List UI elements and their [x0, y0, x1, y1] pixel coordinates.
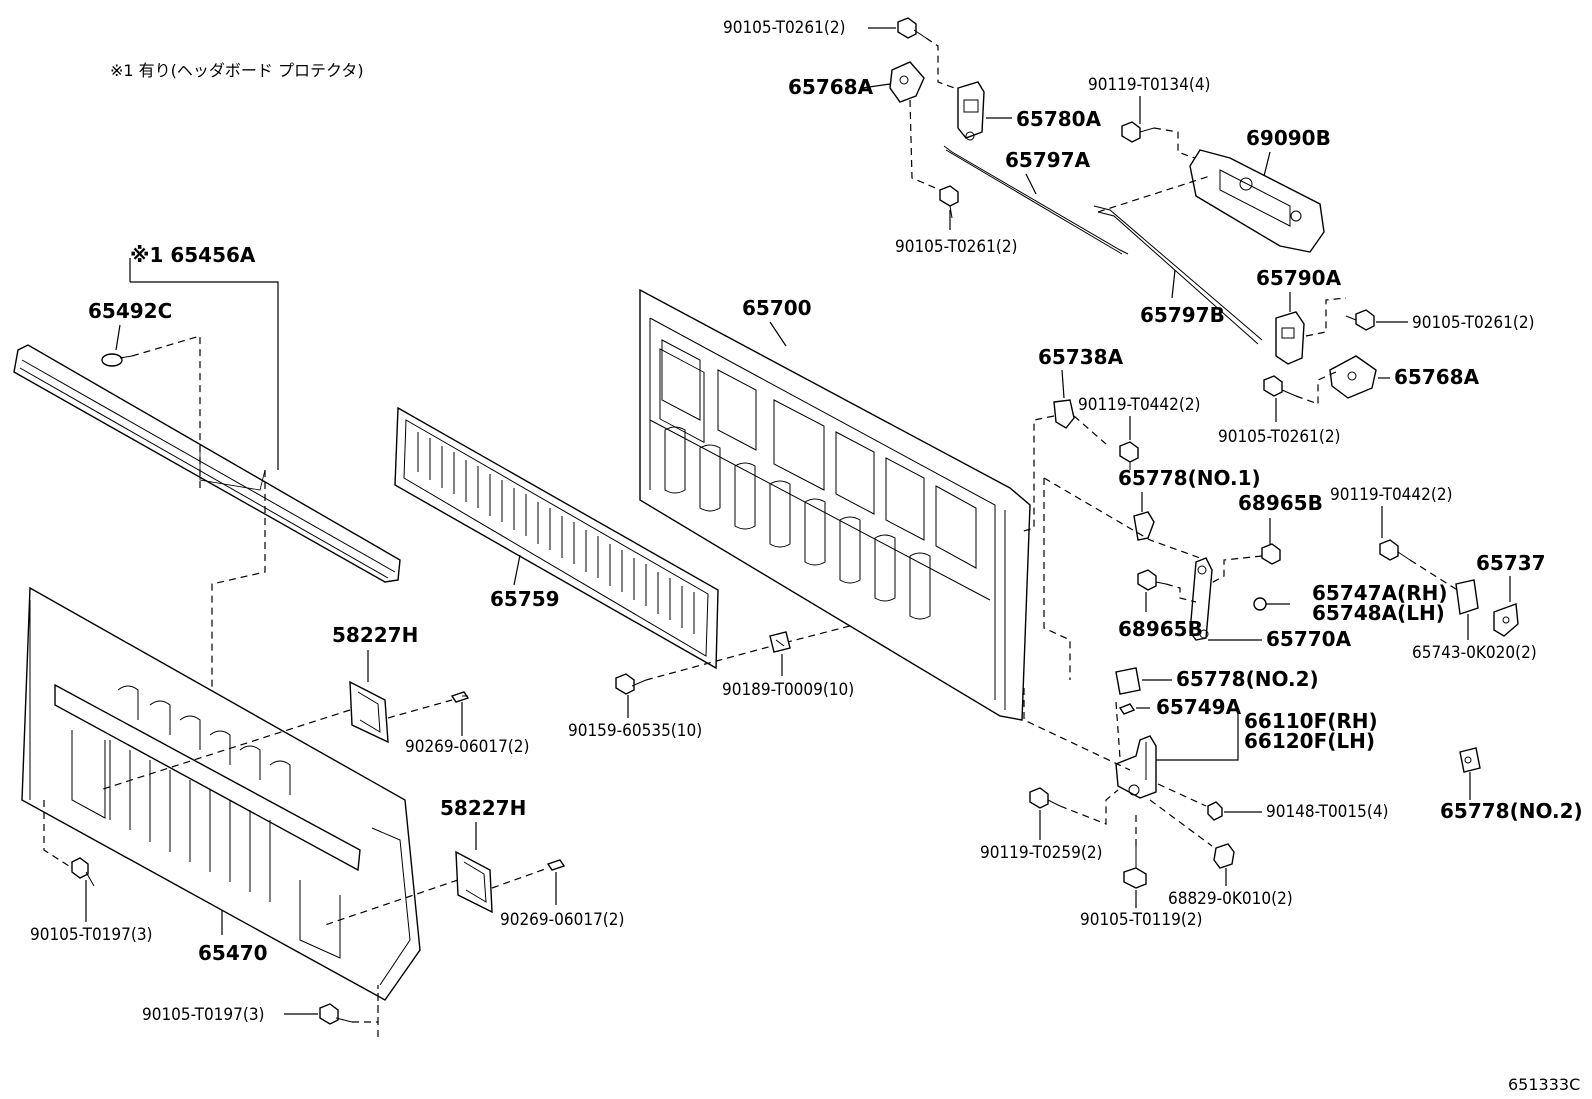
- block-65743: [1455, 579, 1479, 615]
- label-65470: 65470: [198, 941, 268, 965]
- label-90119-T0134: 90119-T0134(4): [1088, 75, 1211, 95]
- label-65743-0K020: 65743-0K020(2): [1412, 643, 1537, 663]
- label-90148-T0015: 90148-T0015(4): [1266, 802, 1389, 822]
- latch-65780A: [957, 81, 985, 141]
- label-68965B-b: 68965B: [1118, 617, 1203, 641]
- header-board-panel-drawing: [21, 586, 421, 1001]
- label-90105-T0119: 90105-T0119(2): [1080, 910, 1203, 930]
- screw-90269-06017-a: [450, 691, 470, 703]
- label-68829-0K010: 68829-0K010(2): [1168, 889, 1293, 909]
- label-65492C: 65492C: [88, 299, 172, 323]
- label-65747A-RH: 65747A(RH): [1312, 581, 1447, 605]
- label-90105-T0261-b: 90105-T0261(2): [895, 237, 1018, 257]
- label-65797A: 65797A: [1005, 148, 1091, 172]
- pin-65749A: [1118, 703, 1136, 715]
- bolt-90119-T0442-a: [1119, 441, 1139, 470]
- cable-65770A: [1189, 557, 1213, 641]
- label-66110F-RH: 66110F(RH): [1244, 709, 1378, 733]
- label-65749A: 65749A: [1156, 695, 1242, 719]
- pad-58227H-a: [349, 680, 389, 744]
- clip-65738A: [1053, 399, 1075, 429]
- inner-panel-65759-drawing: [394, 406, 719, 670]
- label-90105-T0261-d: 90105-T0261(2): [1218, 427, 1341, 447]
- bolt-90105-T0261-a: [897, 17, 927, 39]
- clip-65492C-drawing: [101, 353, 133, 367]
- rod-65797A: [943, 145, 1129, 255]
- header-board-protector-drawing: [13, 344, 401, 583]
- bolt-90105-T0261-d: [1263, 375, 1297, 397]
- bracket-65768A-b: [1329, 355, 1377, 399]
- block-65778-no2-b: [1459, 747, 1481, 773]
- label-90269-06017-a: 90269-06017(2): [405, 737, 529, 757]
- label-65737: 65737: [1476, 551, 1546, 575]
- bolt-68965B-a: [1261, 543, 1281, 565]
- protector-bracket-lines: [129, 258, 279, 470]
- washer-65747A: [1253, 597, 1267, 611]
- label-58227H-a: 58227H: [332, 623, 418, 647]
- label-65797B: 65797B: [1140, 303, 1225, 327]
- bolt-68965B-b: [1137, 569, 1167, 591]
- bolt-90119-T0134: [1121, 121, 1155, 143]
- bolt-90105-T0119: [1123, 846, 1147, 889]
- label-65768A-b: 65768A: [1394, 365, 1480, 389]
- label-68965B-a: 68965B: [1238, 491, 1323, 515]
- label-69090B: 69090B: [1246, 126, 1331, 150]
- label-65700: 65700: [742, 296, 812, 320]
- rod-65797B: [1093, 205, 1263, 345]
- label-66120F-LH: 66120F(LH): [1244, 729, 1375, 753]
- bushing-68829: [1213, 843, 1235, 869]
- label-65778-no1: 65778(NO.1): [1118, 466, 1261, 490]
- striker-65737: [1493, 603, 1519, 637]
- label-90105-T0197-b: 90105-T0197(3): [142, 1005, 265, 1025]
- label-65790A: 65790A: [1256, 266, 1342, 290]
- pad-58227H-b: [455, 850, 493, 914]
- label-90119-T0442-b: 90119-T0442(2): [1330, 485, 1453, 505]
- label-90105-T0261-c: 90105-T0261(2): [1412, 313, 1535, 333]
- label-58227H-b: 58227H: [440, 796, 526, 820]
- label-65768A-a: 65768A: [788, 75, 874, 99]
- label-90119-T0259: 90119-T0259(2): [980, 843, 1103, 863]
- screw-90269-06017-b: [546, 859, 566, 871]
- label-65778-no2-b: 65778(NO.2): [1440, 799, 1583, 823]
- label-90269-06017-b: 90269-06017(2): [500, 910, 624, 930]
- bolt-90105-T0261-c: [1345, 309, 1375, 331]
- label-90189-T0009: 90189-T0009(10): [722, 680, 854, 700]
- label-65738A: 65738A: [1038, 345, 1124, 369]
- screw-90148-T0015: [1207, 801, 1223, 821]
- tailgate-65700-drawing: [639, 288, 1031, 721]
- bolt-90105-T0197-b: [319, 1003, 353, 1025]
- label-65759: 65759: [490, 587, 560, 611]
- label-90105-T0197-a: 90105-T0197(3): [30, 925, 153, 945]
- label-65748A-LH: 65748A(LH): [1312, 601, 1445, 625]
- figure-code: 651333C: [1508, 1075, 1580, 1094]
- label-65770A: 65770A: [1266, 627, 1352, 651]
- nut-90189-T0009: [769, 631, 791, 653]
- handle-69090B: [1189, 149, 1325, 253]
- label-90105-T0261-a: 90105-T0261(2): [723, 18, 846, 38]
- bolt-90159-60535: [615, 673, 647, 695]
- bolt-90119-T0442-b: [1379, 539, 1411, 561]
- label-90159-60535: 90159-60535(10): [568, 721, 702, 741]
- block-65778-no1: [1133, 511, 1155, 541]
- bracket-65768A-a: [889, 61, 925, 103]
- bolt-90105-T0197-a: [71, 857, 95, 887]
- label-65778-no2-a: 65778(NO.2): [1176, 667, 1319, 691]
- block-65778-no2-a: [1115, 667, 1141, 695]
- label-65780A: 65780A: [1016, 107, 1102, 131]
- latch-65790A: [1275, 311, 1305, 365]
- note-text: ※1 有り(ヘッダボード プロテクタ): [110, 61, 364, 80]
- hinge-66110F: [1115, 735, 1157, 799]
- bolt-90105-T0261-b: [939, 185, 959, 219]
- label-65456A: ※1 65456A: [130, 243, 256, 267]
- bolt-90119-T0259: [1029, 787, 1061, 809]
- label-90119-T0442-a: 90119-T0442(2): [1078, 395, 1201, 415]
